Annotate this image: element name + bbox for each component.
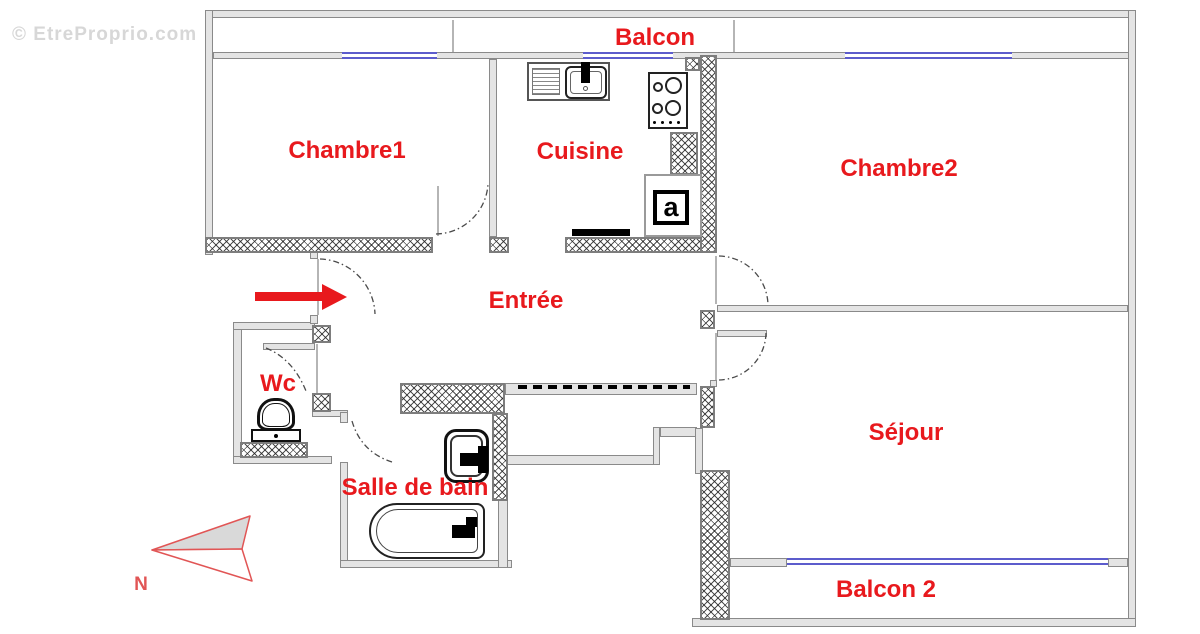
appliance-a-icon: a <box>653 190 689 225</box>
door-arc-sejour <box>718 332 767 381</box>
toilet-bowl-inner <box>262 403 290 427</box>
appliance-letter: a <box>663 192 679 222</box>
wall-sejour-sill-right <box>1108 558 1128 567</box>
wall-lower-step-h2 <box>660 427 697 437</box>
window-sejour <box>787 558 1108 565</box>
wall-bath-right <box>498 500 508 568</box>
room-label-entree: Entrée <box>488 287 564 314</box>
hatch-cuisine-bottom <box>565 237 707 253</box>
wall-bath-left-top <box>340 412 348 423</box>
bathtub-faucet-icon <box>452 525 475 538</box>
north-arrow-icon <box>151 515 253 582</box>
stove-knob-3 <box>669 121 672 124</box>
wall-sejour-stub <box>717 330 767 337</box>
window-cuisine <box>583 52 673 59</box>
kitchen-sink-drainboard <box>532 68 560 95</box>
door-leaf-chambre2 <box>715 256 717 304</box>
bathtub-knob <box>466 517 477 527</box>
wall-lower-v <box>695 428 703 474</box>
door-arc-chambre2 <box>718 255 769 306</box>
wall-chambre1-cuisine <box>489 59 497 237</box>
room-label-chambre2: Chambre2 <box>840 155 958 182</box>
toilet-button <box>274 434 278 438</box>
wall-lower-step-h1 <box>505 455 655 465</box>
hatch-sejour-block-a <box>700 310 715 329</box>
door-arc-bathroom <box>351 420 393 463</box>
room-label-chambre1: Chambre1 <box>288 137 406 164</box>
hatch-under-stove <box>670 132 698 175</box>
hatch-wc-bottom <box>240 442 308 458</box>
wall-chambre2-sejour <box>717 305 1128 312</box>
kitchen-sliding-door <box>572 229 630 236</box>
wall-entry-stub-bot <box>310 315 318 324</box>
hatch-kitchen-column <box>700 55 717 253</box>
room-label-wc: Wc <box>260 370 296 397</box>
window-chambre2 <box>845 52 1012 59</box>
wall-lower-step-v <box>653 427 660 465</box>
door-leaf-entrance <box>317 259 319 315</box>
wall-wc-inner-stub <box>263 343 315 350</box>
stove-burner-2 <box>665 77 682 94</box>
room-label-balcon: Balcon <box>614 24 696 51</box>
washbasin-knob-bottom <box>478 466 488 473</box>
door-arc-chambre1 <box>435 183 489 235</box>
room-label-balcon2: Balcon 2 <box>835 576 937 603</box>
room-label-sejour: Séjour <box>868 419 944 446</box>
balcony-divider-2 <box>733 20 735 52</box>
wall-balcon2-bottom <box>692 618 1136 627</box>
hatch-chambre1-bottom <box>205 237 433 253</box>
hatch-balcon2-column <box>700 470 730 620</box>
kitchen-faucet-icon <box>581 62 590 83</box>
watermark: © EtreProprio.com <box>12 24 198 45</box>
wall-outer-left <box>205 10 213 255</box>
door-leaf-chambre1 <box>437 186 439 236</box>
hatch-sejour-block-b <box>700 386 715 428</box>
stove-burner-3 <box>652 103 663 114</box>
wall-sejour-sill-left <box>730 558 787 567</box>
hatch-kitchen-top <box>685 57 700 71</box>
wall-bath-bottom <box>340 560 512 568</box>
window-chambre1 <box>342 52 437 59</box>
closet-sliding-doors <box>518 385 690 389</box>
stove-burner-1 <box>653 82 663 92</box>
stove-knob-1 <box>653 121 656 124</box>
stove-burner-4 <box>665 100 681 116</box>
entrance-arrow-icon <box>255 284 347 310</box>
hatch-wc-a <box>312 325 331 343</box>
door-arc-entrance <box>319 258 376 315</box>
door-leaf-sejour <box>715 333 717 380</box>
hatch-bath-top <box>400 383 505 414</box>
compass-north-label: N <box>134 574 148 595</box>
hatch-block-door <box>489 237 509 253</box>
door-leaf-wc <box>316 344 318 393</box>
hatch-wc-b <box>312 393 331 412</box>
hatch-bath-right <box>492 413 508 501</box>
room-label-cuisine: Cuisine <box>536 138 624 165</box>
washbasin-knob-top <box>478 446 488 453</box>
wall-wc-top <box>233 322 315 330</box>
stove-knob-4 <box>677 121 680 124</box>
balcony-divider-1 <box>452 20 454 52</box>
room-label-salle-de-bain: Salle de bain <box>341 474 489 501</box>
kitchen-sink-drain <box>583 86 588 91</box>
stove-knob-2 <box>661 121 664 124</box>
wall-outer-top <box>205 10 1136 18</box>
washbasin-faucet-icon <box>460 453 488 466</box>
wall-outer-right <box>1128 10 1136 627</box>
